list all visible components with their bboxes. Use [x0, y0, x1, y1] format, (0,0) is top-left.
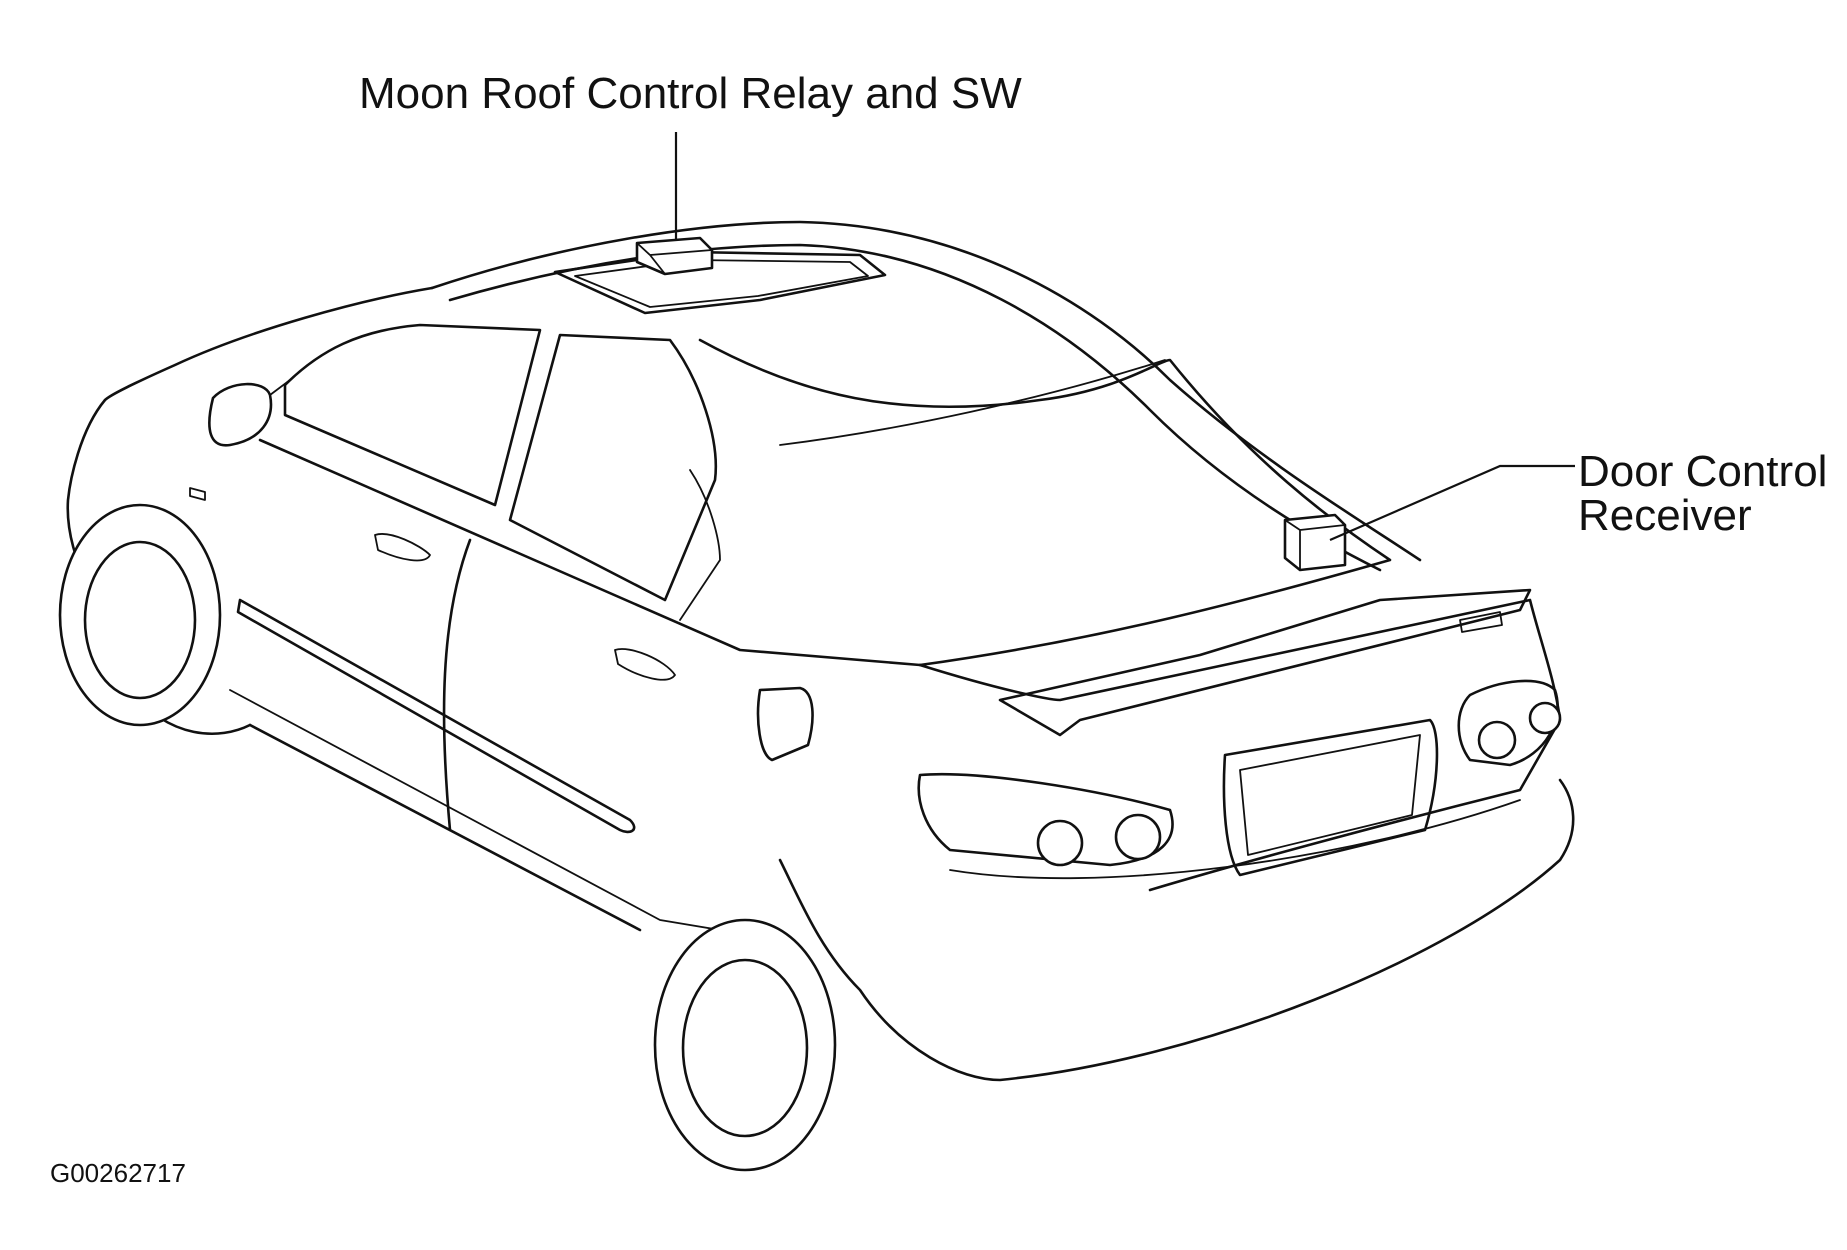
license-plate-inner	[1239, 734, 1421, 856]
left-taillight	[917, 772, 1174, 867]
rear-windshield-inner	[779, 359, 1166, 446]
right-taillight-lamp-1	[1477, 720, 1517, 760]
door-separation	[442, 538, 472, 832]
left-taillight-lamp-2	[1114, 813, 1162, 861]
spoiler-light	[1459, 611, 1503, 633]
license-plate-recess	[1222, 718, 1439, 877]
door-control-label-line-2: Receiver	[1578, 491, 1752, 540]
door-control-leader-line	[1329, 464, 1575, 542]
rear-bumper	[778, 778, 1575, 1082]
rear-spoiler	[998, 588, 1532, 737]
moon-roof-relay-label: Moon Roof Control Relay and SW	[359, 69, 1022, 118]
side-trim-molding	[236, 598, 636, 834]
door-control-receiver-part	[1283, 513, 1347, 572]
front-door-handle	[374, 533, 431, 562]
front-wheel-tire	[58, 503, 222, 727]
front-window	[283, 323, 542, 507]
rear-wheel-rim	[681, 958, 809, 1138]
moon-roof-relay-edge	[636, 242, 713, 275]
left-taillight-lamp-1	[1036, 819, 1084, 867]
lower-body	[248, 723, 642, 932]
door-control-receiver-label: Door Control Receiver	[1578, 450, 1827, 538]
receiver-edge	[1284, 519, 1346, 571]
side-mirror	[208, 382, 273, 447]
bumper-crease	[949, 799, 1521, 880]
hood-line	[103, 286, 434, 402]
quarter-window	[679, 469, 721, 621]
rear-windshield	[698, 338, 1392, 667]
roof-outline	[430, 220, 1422, 562]
belt-line	[258, 438, 922, 667]
front-wheel-rim	[83, 540, 197, 700]
right-taillight	[1457, 679, 1559, 767]
fuel-door	[756, 686, 814, 762]
door-control-label-line-1: Door Control	[1578, 447, 1828, 496]
rear-door-window	[508, 333, 718, 602]
side-marker	[189, 487, 206, 501]
rear-door-handle	[614, 648, 676, 681]
rocker-line	[229, 689, 781, 941]
roof-edge-inner	[448, 243, 1382, 572]
moon-roof-relay-part	[635, 236, 714, 276]
right-taillight-lamp-2	[1528, 701, 1562, 735]
figure-code: G00262717	[50, 1158, 186, 1188]
